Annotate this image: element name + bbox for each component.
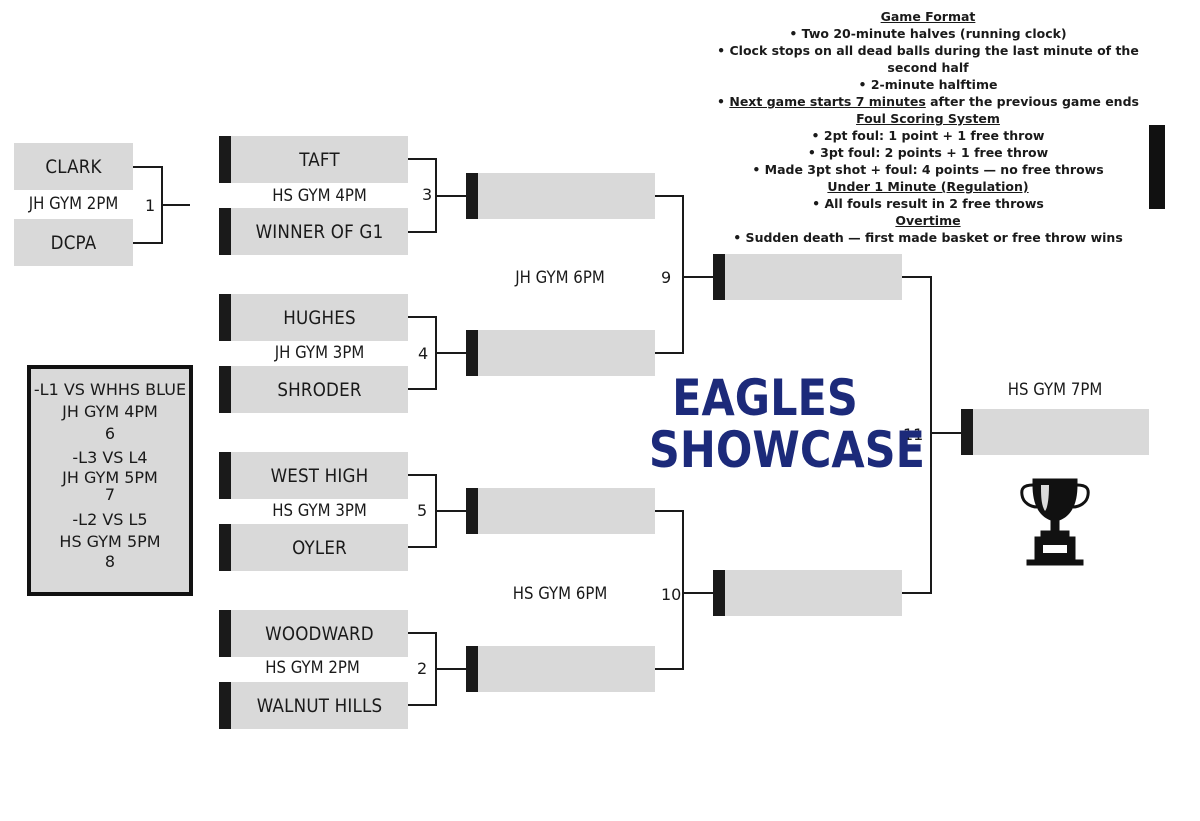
rules-line: • Two 20-minute halves (running clock): [789, 26, 1067, 41]
game-number-1: 1: [145, 196, 156, 215]
team-slot-west-high: WEST HIGH: [219, 452, 408, 499]
team-name: CLARK: [45, 155, 102, 178]
team-slot-shroder: SHRODER: [219, 366, 408, 413]
consolation-line: JH GYM 4PM: [62, 402, 158, 421]
venue-game-3: HS GYM 4PM: [272, 186, 367, 206]
game-number-10: 10: [661, 585, 682, 604]
consolation-box: -L1 VS WHHS BLUE JH GYM 4PM 6 -L3 VS L4 …: [27, 365, 193, 596]
team-slot-taft: TAFT: [219, 136, 408, 183]
game-number-3: 3: [422, 185, 433, 204]
trophy-icon: [1020, 478, 1090, 566]
consolation-line: -L1 VS WHHS BLUE: [33, 380, 187, 399]
team-slot-oyler: OYLER: [219, 524, 408, 571]
consolation-line: JH GYM 5PM: [62, 468, 158, 487]
slot-winner-g10: [713, 570, 902, 616]
rules-line: • All fouls result in 2 free throws: [812, 196, 1044, 211]
consolation-line: -L3 VS L4: [72, 448, 148, 467]
venue-game-5: HS GYM 3PM: [272, 501, 367, 521]
consolation-line: 6: [104, 424, 116, 443]
game-number-9: 9: [661, 268, 672, 287]
team-name: HUGHES: [283, 306, 356, 329]
consolation-line: 8: [104, 552, 116, 571]
consolation-line: HS GYM 5PM: [59, 532, 161, 551]
game-number-11: 11: [903, 425, 924, 444]
slot-winner-g2: [466, 646, 655, 692]
team-name: WOODWARD: [265, 622, 374, 645]
title-line-2: SHOWCASE: [648, 421, 926, 479]
slot-winner-g4: [466, 330, 655, 376]
decorative-bar: [1149, 125, 1165, 209]
game-number-5: 5: [417, 501, 428, 520]
rules-next-game-rest: after the previous game ends: [925, 94, 1139, 109]
venue-game-2: HS GYM 2PM: [265, 658, 360, 678]
team-slot-winner-g1: WINNER OF G1: [219, 208, 408, 255]
title-line-1: EAGLES: [672, 369, 858, 427]
tournament-title: EAGLES SHOWCASE: [648, 369, 926, 479]
team-name: WALNUT HILLS: [256, 694, 383, 717]
rules-heading-overtime: Overtime: [895, 213, 961, 228]
slot-champion: [961, 409, 1149, 455]
rules-next-game-underlined: Next game starts 7 minutes: [729, 94, 926, 109]
team-slot-clark: CLARK: [14, 143, 133, 190]
team-name: WINNER OF G1: [255, 220, 384, 243]
venue-game-1: JH GYM 2PM: [28, 194, 119, 214]
team-name: SHRODER: [277, 378, 362, 401]
slot-winner-g9: [713, 254, 902, 300]
team-slot-walnut-hills: WALNUT HILLS: [219, 682, 408, 729]
venue-game-4: JH GYM 3PM: [274, 343, 365, 363]
game-number-2: 2: [417, 659, 428, 678]
rules-line: • Made 3pt shot + foul: 4 points — no fr…: [752, 162, 1104, 177]
venue-game-11: HS GYM 7PM: [1007, 380, 1103, 400]
team-slot-hughes: HUGHES: [219, 294, 408, 341]
rules-line: • 2pt foul: 1 point + 1 free throw: [811, 128, 1045, 143]
venue-game-9: JH GYM 6PM: [515, 268, 605, 288]
rules-line: • 2-minute halftime: [858, 77, 998, 92]
slot-winner-g5: [466, 488, 655, 534]
team-name: DCPA: [50, 231, 97, 254]
venue-game-10: HS GYM 6PM: [512, 584, 608, 604]
consolation-line: -L2 VS L5: [72, 510, 148, 529]
slot-winner-g3: [466, 173, 655, 219]
rules-line: • Sudden death — first made basket or fr…: [733, 230, 1123, 245]
rules-line: • Clock stops on all dead balls during t…: [717, 43, 1139, 75]
game-number-4: 4: [418, 344, 429, 363]
rules-line-next-game: • Next game starts 7 minutes after the p…: [717, 94, 1139, 109]
rules-line: • 3pt foul: 2 points + 1 free throw: [807, 145, 1049, 160]
team-name: TAFT: [299, 148, 340, 171]
rules-heading-under: Under 1 Minute (Regulation): [827, 179, 1029, 194]
rules-heading-foul: Foul Scoring System: [856, 111, 1000, 126]
rules-panel: Game Format • Two 20-minute halves (runn…: [700, 8, 1156, 246]
team-slot-dcpa: DCPA: [14, 219, 133, 266]
consolation-line: 7: [104, 485, 116, 504]
team-name: OYLER: [292, 536, 347, 559]
team-name: WEST HIGH: [270, 464, 369, 487]
rules-heading-format: Game Format: [880, 9, 976, 24]
team-slot-woodward: WOODWARD: [219, 610, 408, 657]
